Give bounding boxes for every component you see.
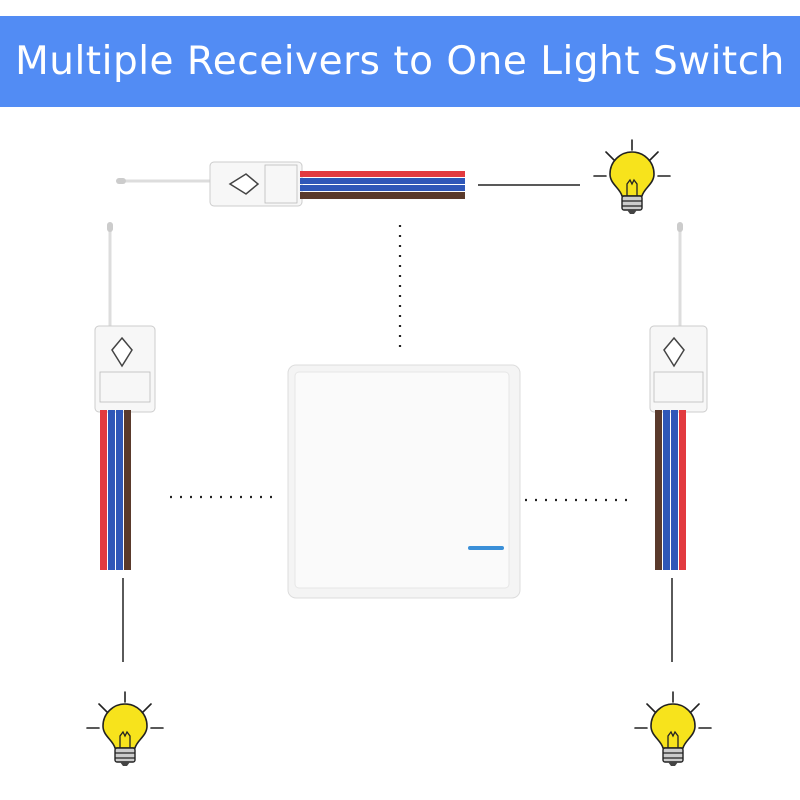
left-receiver xyxy=(94,222,156,570)
right-receiver xyxy=(649,222,708,570)
light-bulb-icon xyxy=(86,691,164,767)
banner-title: Multiple Receivers to One Light Switch xyxy=(15,39,785,84)
wall-switch xyxy=(287,364,521,599)
switch-led xyxy=(468,546,504,550)
title-banner: Multiple Receivers to One Light Switch xyxy=(0,16,800,107)
top-receiver xyxy=(116,161,465,207)
light-bulb-icon xyxy=(634,691,712,767)
light-bulb-icon xyxy=(593,139,671,215)
